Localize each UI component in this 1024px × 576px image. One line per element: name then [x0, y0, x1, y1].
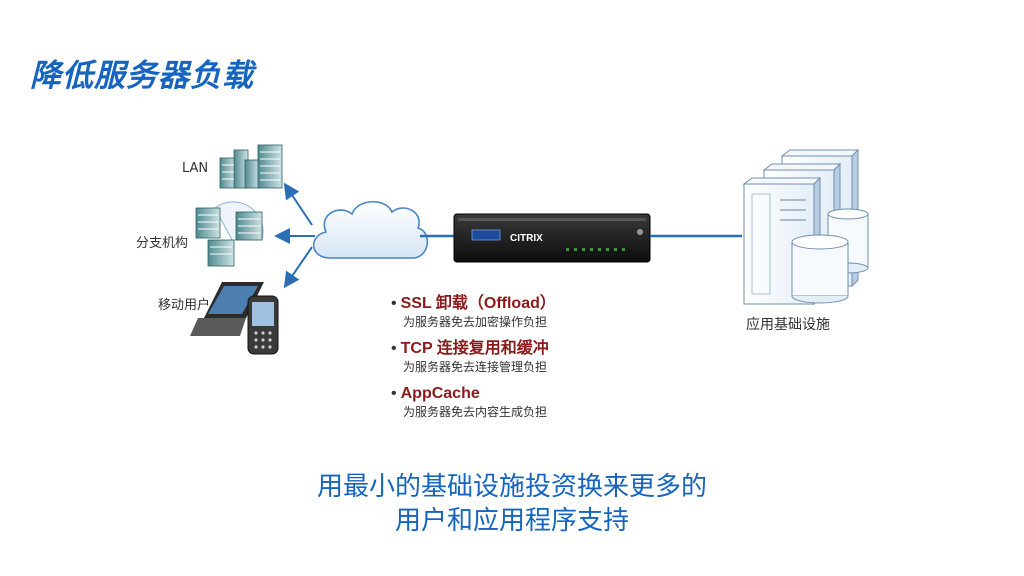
lan-buildings-icon [219, 144, 283, 189]
appliance-brand: CITRIX [510, 233, 543, 244]
bullet-dot: • [391, 385, 397, 402]
client-links [274, 182, 315, 289]
feature-item: •TCP 连接复用和缓冲 为服务器免去连接管理负担 [391, 339, 651, 376]
branch-office-icon [195, 201, 264, 267]
feature-item: •AppCache 为服务器免去内容生成负担 [391, 384, 651, 421]
feature-heading: SSL 卸载（Offload） [400, 295, 556, 312]
app-infrastructure-label: 应用基础设施 [746, 317, 830, 333]
server-stack-icon [742, 148, 869, 306]
mobile-user-label: 移动用户 [158, 298, 211, 313]
slogan: 用最小的基础设施投资换来更多的 用户和应用程序支持 [0, 470, 1024, 538]
feature-desc: 为服务器免去加密操作负担 [403, 315, 548, 329]
bullet-dot: • [391, 340, 397, 357]
internet-cloud-icon [312, 200, 429, 259]
feature-heading: AppCache [400, 385, 480, 402]
feature-item: •SSL 卸载（Offload） 为服务器免去加密操作负担 [391, 294, 651, 331]
lan-label: LAN [182, 161, 209, 176]
bullet-dot: • [391, 295, 397, 312]
slogan-line-2: 用户和应用程序支持 [394, 506, 629, 536]
feature-desc: 为服务器免去连接管理负担 [403, 360, 548, 374]
mobile-user-icon [190, 282, 279, 355]
feature-list: •SSL 卸载（Offload） 为服务器免去加密操作负担 •TCP 连接复用和… [391, 294, 651, 429]
feature-desc: 为服务器免去内容生成负担 [403, 405, 548, 419]
feature-heading: TCP 连接复用和缓冲 [400, 340, 549, 357]
citrix-appliance-icon: CITRIX [453, 213, 651, 263]
page-title: 降低服务器负载 [30, 58, 254, 94]
slogan-line-1: 用最小的基础设施投资换来更多的 [316, 472, 707, 502]
branch-label: 分支机构 [136, 236, 189, 251]
